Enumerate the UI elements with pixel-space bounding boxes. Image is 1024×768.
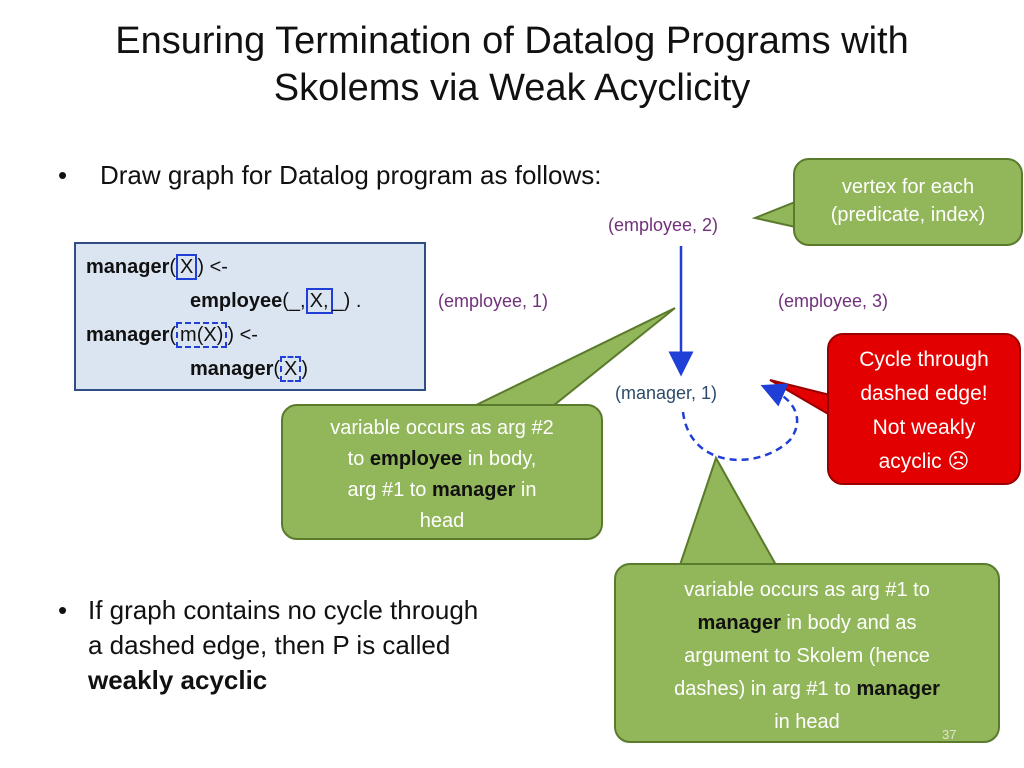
bullet-draw-graph: • Draw graph for Datalog program as foll… [58,158,738,194]
callout-line: argument to Skolem (hence [684,645,930,667]
callout-tail-solid [469,307,676,412]
paren: ( [273,358,281,380]
args-pre: (_, [282,290,306,312]
paren: ( [169,324,177,346]
callout-line: acyclic ☹ [878,450,970,473]
predicate-employee: employee [190,290,283,312]
paren: ) [301,358,309,380]
callout-line: arg #1 to manager in [283,475,601,506]
text: to [347,448,370,470]
text: in body and as [780,612,917,634]
rule-1-head: manager(X) <- [86,254,228,280]
bullet-marker: • [58,160,68,190]
node-manager-1: (manager, 1) [615,383,718,403]
bullet-line-1: If graph contains no cycle through [88,595,479,625]
bullet-term-weakly-acyclic: weakly acyclic [88,665,268,695]
callout-line: variable occurs as arg #1 to [684,579,930,601]
rule-arrow: <- [234,324,258,346]
datalog-program-box: manager(X) <- employee(_,X,_) . manager(… [74,242,426,391]
callout-line: variable occurs as arg #2 [330,417,554,439]
rule-2-head: manager(m(X)) <- [86,322,258,348]
bold-predicate: employee [369,448,463,470]
dashed-arg-box: X [280,356,302,382]
text: arg #1 to [347,479,432,501]
dashed-arg-box: m(X) [176,322,228,348]
bullet-text: Draw graph for Datalog program as follow… [100,160,602,190]
solid-arg-box: X [176,254,198,280]
title-line-1: Ensuring Termination of Datalog Programs… [115,20,909,62]
bullet-marker: • [58,595,68,625]
node-employee-1: (employee, 1) [438,291,549,311]
predicate-manager: manager [190,358,274,380]
slide-title: Ensuring Termination of Datalog Programs… [0,18,1024,112]
bold-predicate: manager [697,612,781,634]
callout-line: dashes) in arg #1 to manager [616,673,998,706]
bold-predicate: manager [432,479,516,501]
callout-tail-dashed [678,455,778,566]
text: dashes) in arg #1 to [674,678,857,700]
bullet-weakly-acyclic: • If graph contains no cycle through a d… [58,593,578,703]
title-line-2: Skolems via Weak Acyclicity [273,67,751,109]
slide-number: 37 [942,727,957,742]
callout-line: to employee in body, [283,444,601,475]
callout-cycle-warning: Cycle through dashed edge! Not weakly ac… [827,333,1021,485]
paren: ) [227,324,235,346]
callout-dashed-edge-explanation: variable occurs as arg #1 to manager in … [614,563,1000,743]
callout-line: vertex for each [841,176,975,198]
bold-predicate: manager [856,678,940,700]
solid-arg-box: X, [305,288,333,314]
bullet-line-2: a dashed edge, then P is called [88,630,451,660]
callout-line: head [419,510,465,532]
paren: ) [197,256,205,278]
callout-line: manager in body and as [616,607,998,640]
callout-tail-cycle [769,379,831,417]
text: in body, [462,448,537,470]
rule-2-body: manager(X) [190,356,308,382]
paren: ( [169,256,177,278]
node-employee-2: (employee, 2) [608,215,719,235]
text: in [515,479,537,501]
node-employee-3: (employee, 3) [778,291,889,311]
callout-line: Cycle through [859,348,989,371]
callout-line: dashed edge! [860,382,988,405]
rule-1-body: employee(_,X,_) . [190,288,361,314]
callout-vertex-explanation: vertex for each (predicate, index) [793,158,1023,246]
rule-arrow: <- [204,256,228,278]
callout-line: Not weakly [872,416,976,439]
dashed-self-loop [681,383,799,462]
callout-solid-edge-explanation: variable occurs as arg #2 to employee in… [281,404,603,540]
predicate-manager: manager [86,324,170,346]
callout-line: in head [774,711,840,733]
args-post: _) . [332,290,362,312]
callout-line: (predicate, index) [830,204,986,226]
predicate-manager: manager [86,256,170,278]
